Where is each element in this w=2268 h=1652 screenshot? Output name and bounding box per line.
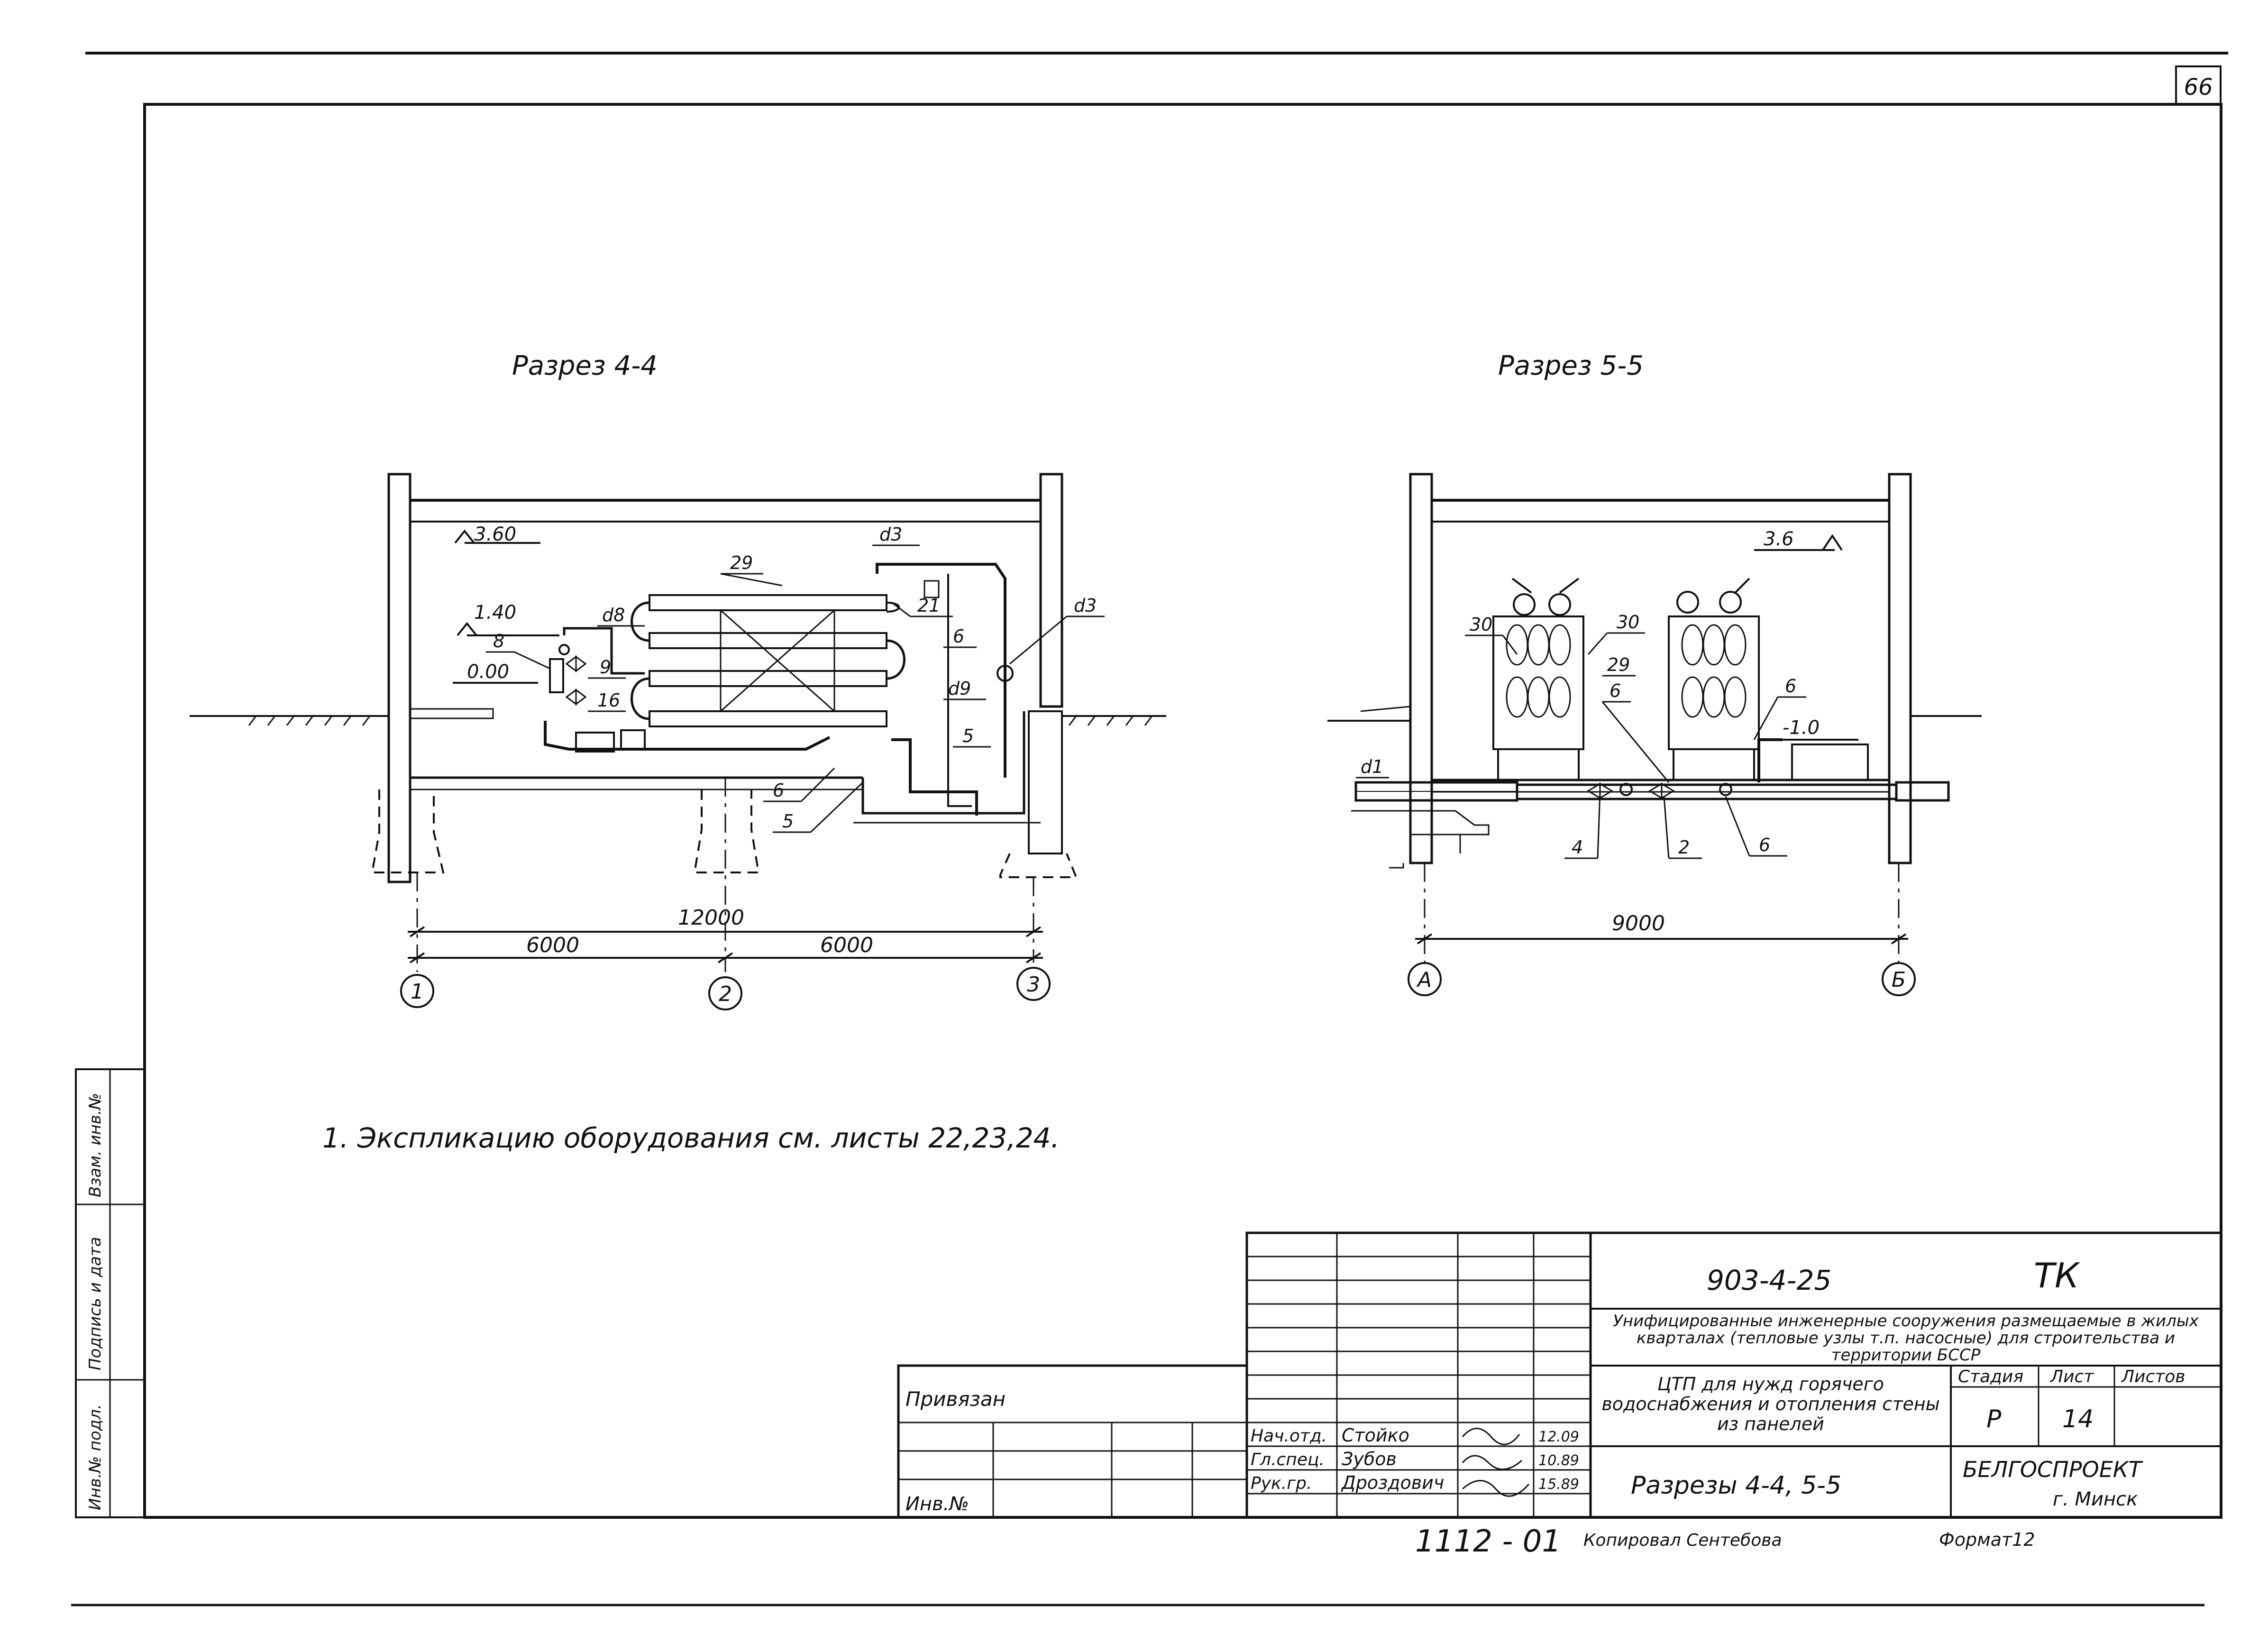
label-6b: 6 — [773, 780, 784, 801]
label-4: 4 — [1572, 837, 1583, 858]
label-6b-5-5: 6 — [1785, 676, 1796, 697]
axis-3: 3 — [1027, 973, 1040, 997]
format-label: Формат12 — [1939, 1529, 2035, 1550]
axis-a: А — [1416, 968, 1432, 992]
project-name: Унифицированные инженерные сооружения ра… — [1613, 1312, 2199, 1365]
doc-number: 903-4-25 — [1707, 1264, 1831, 1296]
label-29: 29 — [730, 552, 753, 573]
dim-9000: 9000 — [1612, 911, 1665, 936]
side-stamp-inv-podl: Инв.№ подл. — [86, 1404, 105, 1510]
signature-date-1: 12.09 — [1538, 1429, 1579, 1445]
label-5b: 5 — [782, 811, 794, 832]
privyazan-label: Привязан — [905, 1387, 1006, 1411]
label-6a-5-5: 6 — [1610, 680, 1621, 701]
doc-code: ТК — [2034, 1256, 2080, 1295]
heater-right — [1668, 578, 1760, 780]
signature-role-3: Рук.гр. — [1251, 1474, 1312, 1493]
section-4-4-title: Разрез 4-4 — [512, 350, 658, 381]
signature-date-3: 15.89 — [1538, 1476, 1579, 1493]
heat-exchanger-assembly — [631, 594, 905, 727]
stage-value: Р — [1986, 1405, 2002, 1433]
dim-12000: 12000 — [678, 906, 744, 930]
side-stamp: Инв.№ подл. Подпись и дата Взам. инв.№ — [75, 1068, 146, 1518]
title-block: Привязан Инв.№ Нач.отд. Стойко 12.09 Гл.… — [897, 1231, 2222, 1519]
copied-by: Копировал Сентебова — [1583, 1531, 1782, 1550]
label-2: 2 — [1678, 837, 1690, 858]
piping-5-5 — [1354, 738, 1950, 802]
organization: БЕЛГОСПРОЕКТ — [1963, 1457, 2143, 1482]
signature-role-2: Гл.спец. — [1251, 1450, 1325, 1469]
section-4-4: Разрез 4-4 — [190, 350, 1166, 1010]
label-d3-right: d3 — [1074, 595, 1097, 616]
side-stamp-signature-date: Подпись и дата — [86, 1237, 105, 1370]
signature-name-3: Дроздович — [1341, 1472, 1444, 1493]
signature-name-2: Зубов — [1342, 1449, 1397, 1469]
signature-role-1: Нач.отд. — [1251, 1426, 1327, 1446]
page-number: 66 — [2184, 74, 2213, 101]
inventory-number: 1112 - 01 — [1415, 1524, 1561, 1559]
project-name-box: Унифицированные инженерные сооружения ра… — [1613, 1312, 2199, 1365]
label-30b: 30 — [1617, 612, 1639, 633]
signature-date-2: 10.89 — [1538, 1452, 1579, 1469]
elevation-marks-4-4: 3.60 1.40 0.00 — [409, 523, 559, 719]
axis-2: 2 — [719, 982, 732, 1006]
object-name: ЦТП для нужд горячего водоснабжения и от… — [1601, 1374, 1940, 1434]
section-5-5-title: Разрез 5-5 — [1498, 350, 1644, 381]
label-30a: 30 — [1470, 614, 1492, 635]
dim-6000-left: 6000 — [526, 933, 579, 957]
axis-1: 1 — [411, 980, 424, 1004]
elevation-marks-5-5: 3.6 -1.0 — [1754, 528, 1858, 741]
stage-label: Стадия — [1958, 1367, 2023, 1386]
signature-name-1: Стойко — [1342, 1425, 1409, 1446]
sheet-label: Лист — [2049, 1367, 2094, 1386]
equipment-note: 1. Экспликацию оборудования см. листы 22… — [322, 1122, 1060, 1154]
object-name-box: ЦТП для нужд горячего водоснабжения и от… — [1601, 1374, 1940, 1434]
sheet-value: 14 — [2062, 1405, 2094, 1433]
dim-6000-right: 6000 — [820, 933, 873, 957]
elevation-3-60: 3.60 — [474, 523, 516, 545]
elevation-1-40: 1.40 — [474, 602, 516, 624]
axis-b: Б — [1892, 968, 1906, 992]
callouts-5-5: 30 30 29 6 6 d1 4 2 6 — [1356, 612, 1806, 859]
label-16: 16 — [597, 690, 620, 711]
sheets-label: Листов — [2121, 1367, 2185, 1386]
label-29-5-5: 29 — [1607, 654, 1630, 675]
callouts-4-4: 29 d3 d3 d8 8 9 16 21 6 d9 5 — [486, 524, 1105, 833]
heater-left — [1492, 578, 1584, 780]
inv-no-label: Инв.№ — [905, 1493, 969, 1515]
elevation-3-6: 3.6 — [1764, 528, 1794, 550]
label-8: 8 — [493, 631, 504, 652]
dimensions-4-4: 12000 6000 6000 1 2 3 — [400, 778, 1051, 1010]
label-d8: d8 — [602, 605, 625, 625]
sheet-title: Разрезы 4-4, 5-5 — [1631, 1471, 1841, 1500]
label-5a: 5 — [962, 725, 974, 746]
city: г. Минск — [2053, 1488, 2138, 1510]
side-stamp-vzam-inv: Взам. инв.№ — [86, 1093, 105, 1197]
dimensions-5-5: 9000 А Б — [1408, 863, 1916, 996]
elevation-minus-1-0: -1.0 — [1783, 717, 1820, 739]
label-6c-5-5: 6 — [1759, 835, 1770, 855]
piping-4-4 — [544, 563, 1014, 816]
label-d1: d1 — [1361, 756, 1383, 777]
label-21: 21 — [917, 595, 940, 616]
label-9: 9 — [600, 657, 611, 678]
elevation-0-00: 0.00 — [467, 661, 509, 683]
label-d9: d9 — [948, 678, 971, 699]
section-5-5: Разрез 5-5 — [1327, 350, 1982, 996]
label-d3-top: d3 — [879, 524, 902, 545]
label-6a: 6 — [953, 626, 964, 647]
